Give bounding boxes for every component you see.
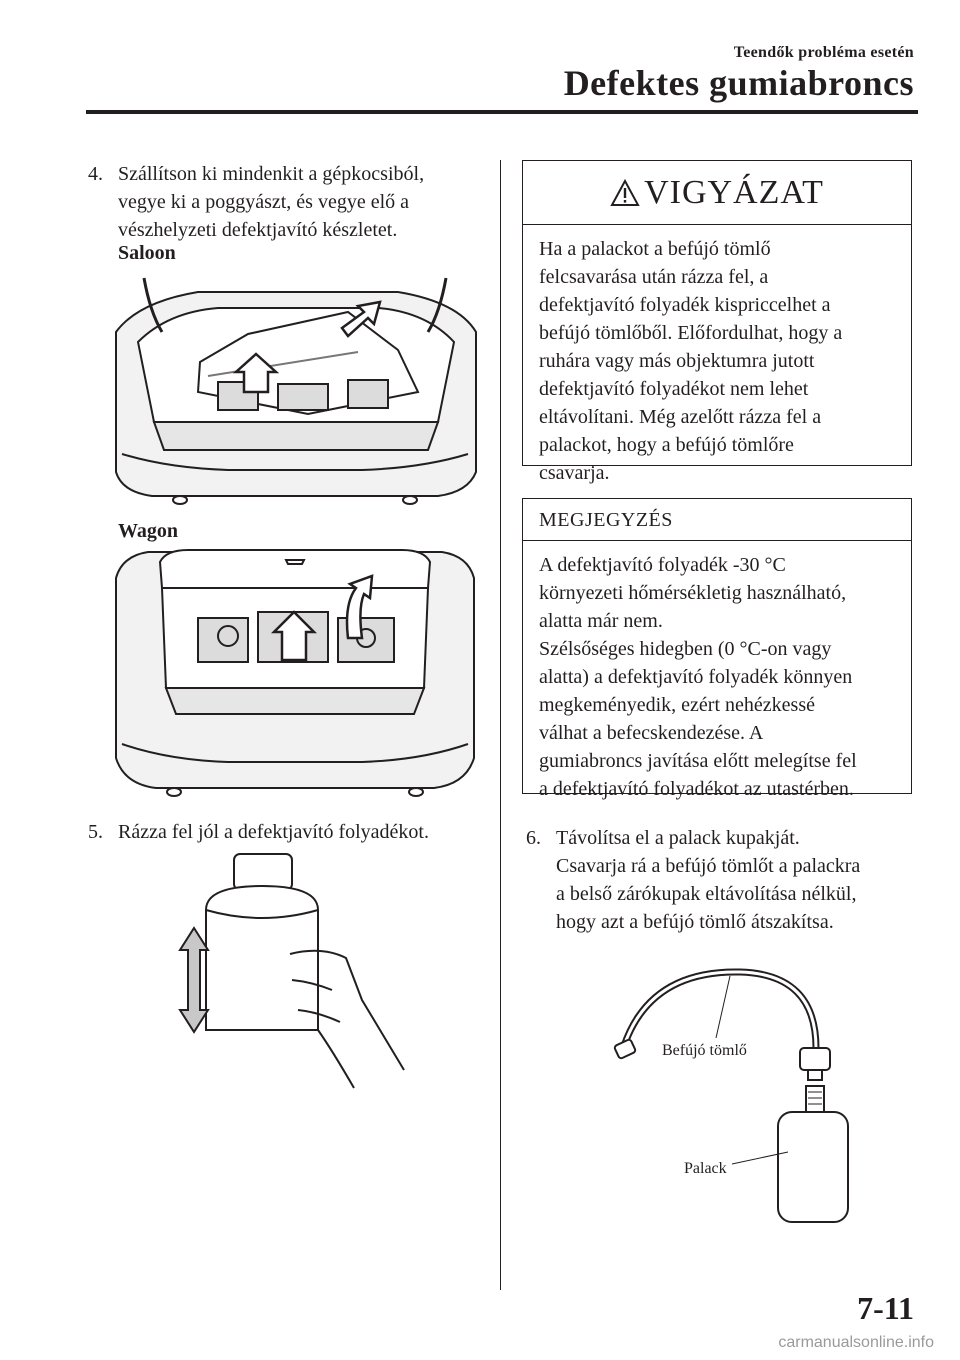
page-number: 7-11 bbox=[857, 1290, 914, 1326]
hose-callout: Befújó tömlő bbox=[662, 1042, 747, 1059]
header-rule bbox=[86, 110, 918, 114]
step-number: 4. bbox=[88, 163, 103, 185]
saloon-label: Saloon bbox=[118, 242, 176, 264]
warning-line: befújó tömlőből. Előfordulhat, hogy a bbox=[539, 322, 843, 344]
note-title: MEGJEGYZÉS bbox=[539, 508, 673, 531]
step-4: 4. Szállítson ki mindenkit a gépkocsiból… bbox=[88, 160, 488, 244]
warning-line: defektjavító folyadékot nem lehet bbox=[539, 378, 809, 400]
step-number: 5. bbox=[88, 821, 103, 843]
warning-line: eltávolítani. Még azelőtt rázza fel a bbox=[539, 406, 822, 428]
column-divider bbox=[500, 160, 501, 1290]
warning-header: VIGYÁZAT bbox=[523, 161, 911, 225]
note-line: Szélsőséges hidegben (0 °C-on vagy bbox=[539, 638, 832, 660]
step-number: 6. bbox=[526, 827, 541, 849]
saloon-trunk-illustration bbox=[115, 277, 477, 505]
warning-icon bbox=[610, 178, 640, 206]
page-title: Defektes gumiabroncs bbox=[563, 63, 914, 103]
note-line: alatta már nem. bbox=[539, 610, 663, 632]
step-line: Rázza fel jól a defektjavító folyadékot. bbox=[118, 821, 429, 843]
hose-bottle-illustration bbox=[613, 968, 849, 1223]
note-line: környezeti hőmérsékletig használható, bbox=[539, 582, 847, 604]
step-6: 6. Távolítsa el a palack kupakját. Csava… bbox=[526, 824, 926, 936]
note-line: gumiabroncs javítása előtt melegítse fel bbox=[539, 750, 857, 772]
warning-line: csavarja. bbox=[539, 462, 610, 484]
note-box: MEGJEGYZÉS A defektjavító folyadék -30 °… bbox=[522, 498, 912, 800]
note-line: A defektjavító folyadék -30 °C bbox=[539, 554, 786, 576]
note-line: válhat a befecskendezése. A bbox=[539, 722, 764, 744]
section-title: Teendők probléma esetén bbox=[733, 44, 914, 61]
warning-line: palackot, hogy a befújó tömlőre bbox=[539, 434, 794, 456]
warning-title: VIGYÁZAT bbox=[644, 173, 824, 211]
warning-line: defektjavító folyadék kispriccelhet a bbox=[539, 294, 831, 316]
warning-line: ruhára vagy más objektumra jutott bbox=[539, 350, 815, 372]
wagon-label: Wagon bbox=[118, 520, 179, 542]
step-line: Távolítsa el a palack kupakját. bbox=[556, 827, 800, 849]
note-line: a defektjavító folyadékot az utastérben. bbox=[539, 778, 854, 800]
watermark: carmanualsonline.info bbox=[778, 1334, 934, 1351]
note-header: MEGJEGYZÉS bbox=[523, 499, 911, 541]
warning-box: VIGYÁZAT Ha a palackot a befújó tömlő fe… bbox=[522, 160, 912, 484]
note-line: megkeményedik, ezért nehézkessé bbox=[539, 694, 815, 716]
step-line: hogy azt a befújó tömlő átszakítsa. bbox=[556, 911, 834, 933]
warning-line: Ha a palackot a befújó tömlő bbox=[539, 238, 771, 260]
note-body: A defektjavító folyadék -30 °C környezet… bbox=[523, 541, 911, 813]
shake-bottle-illustration bbox=[178, 853, 405, 1089]
note-line: alatta) a defektjavító folyadék könnyen bbox=[539, 666, 853, 688]
warning-body: Ha a palackot a befújó tömlő felcsavarás… bbox=[523, 225, 911, 497]
step-line: Csavarja rá a befújó tömlőt a palackra bbox=[556, 855, 861, 877]
step-5: 5. Rázza fel jól a defektjavító folyadék… bbox=[88, 818, 498, 846]
bottle-callout: Palack bbox=[684, 1160, 727, 1177]
step-line: Szállítson ki mindenkit a gépkocsiból, bbox=[118, 163, 425, 185]
wagon-trunk-illustration bbox=[115, 549, 475, 797]
warning-line: felcsavarása után rázza fel, a bbox=[539, 266, 769, 288]
step-line: vegye ki a poggyászt, és vegye elő a bbox=[118, 191, 410, 213]
step-line: vészhelyzeti defektjavító készletet. bbox=[118, 219, 398, 241]
step-line: a belső zárókupak eltávolítása nélkül, bbox=[556, 883, 857, 905]
